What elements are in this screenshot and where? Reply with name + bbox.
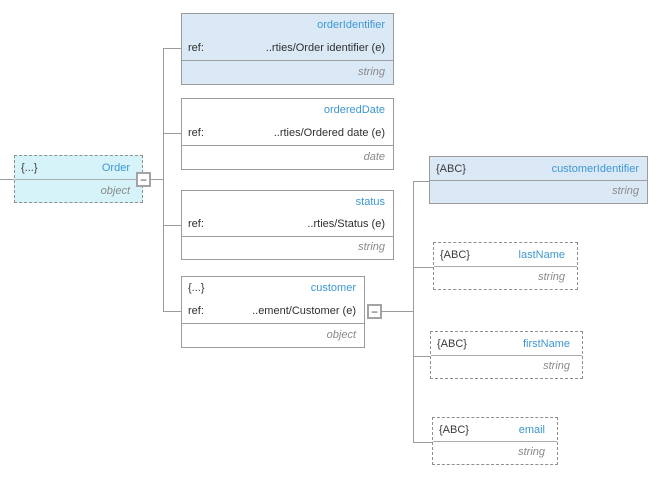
ref-value: ..rties/Status (e) (307, 218, 385, 230)
node-status[interactable]: status ref: ..rties/Status (e) string (181, 190, 394, 260)
connector-stub-customer (163, 311, 181, 312)
node-firstname[interactable]: {ABC} firstName string (430, 331, 583, 379)
node-type: string (433, 441, 557, 463)
connector-stub-status (163, 225, 181, 226)
node-name: orderIdentifier (317, 19, 385, 31)
connector-parent-stub (0, 179, 14, 180)
connector-stub-ordereddate (163, 133, 181, 134)
string-kind-icon: {ABC} (440, 248, 470, 261)
node-type: object (15, 179, 142, 202)
node-type: string (430, 180, 647, 202)
string-kind-icon: {ABC} (439, 423, 469, 436)
ref-label: ref: (188, 42, 204, 54)
node-name: customerIdentifier (551, 162, 639, 175)
connector-stub-firstname (413, 356, 430, 357)
connector-stub-customeridentifier (413, 181, 429, 182)
node-name: status (355, 195, 385, 208)
node-type: date (182, 145, 393, 168)
node-name: Order (101, 161, 130, 174)
connector-stub-lastname (413, 267, 433, 268)
node-type: object (182, 323, 364, 346)
node-ordereddate[interactable]: orderedDate ref: ..rties/Ordered date (e… (181, 98, 394, 170)
node-lastname[interactable]: {ABC} lastName string (433, 242, 578, 290)
object-kind-icon: {...} (188, 282, 205, 294)
connector-stub-email (413, 442, 432, 443)
connector-stub-orderidentifier (163, 48, 181, 49)
node-type: string (431, 355, 582, 377)
ref-label: ref: (188, 305, 204, 317)
connector-customer-expander-line (382, 311, 413, 312)
connector-customer-trunk (413, 181, 414, 443)
node-type: string (182, 60, 393, 83)
collapse-order-button[interactable]: − (136, 172, 151, 187)
ref-value: ..rties/Order identifier (e) (265, 42, 385, 54)
ref-value: ..ement/Customer (e) (252, 305, 356, 317)
ref-value: ..rties/Ordered date (e) (273, 127, 385, 139)
node-orderidentifier[interactable]: orderIdentifier ref: ..rties/Order ident… (181, 13, 394, 85)
string-kind-icon: {ABC} (436, 162, 466, 175)
node-order[interactable]: {...} Order object (14, 155, 143, 203)
collapse-customer-button[interactable]: − (367, 304, 382, 319)
ref-label: ref: (188, 127, 204, 139)
ref-label: ref: (188, 218, 204, 230)
node-customer[interactable]: {...} customer ref: ..ement/Customer (e)… (181, 276, 365, 348)
connector-order-trunk (163, 48, 164, 312)
node-name: orderedDate (323, 104, 385, 116)
node-customeridentifier[interactable]: {ABC} customerIdentifier string (429, 156, 648, 204)
node-email[interactable]: {ABC} email string (432, 417, 558, 465)
node-name: customer (310, 282, 356, 294)
node-name: email (518, 423, 545, 436)
string-kind-icon: {ABC} (437, 337, 467, 350)
object-kind-icon: {...} (21, 161, 38, 174)
node-name: lastName (518, 248, 565, 261)
node-type: string (434, 266, 577, 288)
node-name: firstName (522, 337, 570, 350)
node-type: string (182, 236, 393, 258)
connector-order-expander-line (151, 179, 163, 180)
